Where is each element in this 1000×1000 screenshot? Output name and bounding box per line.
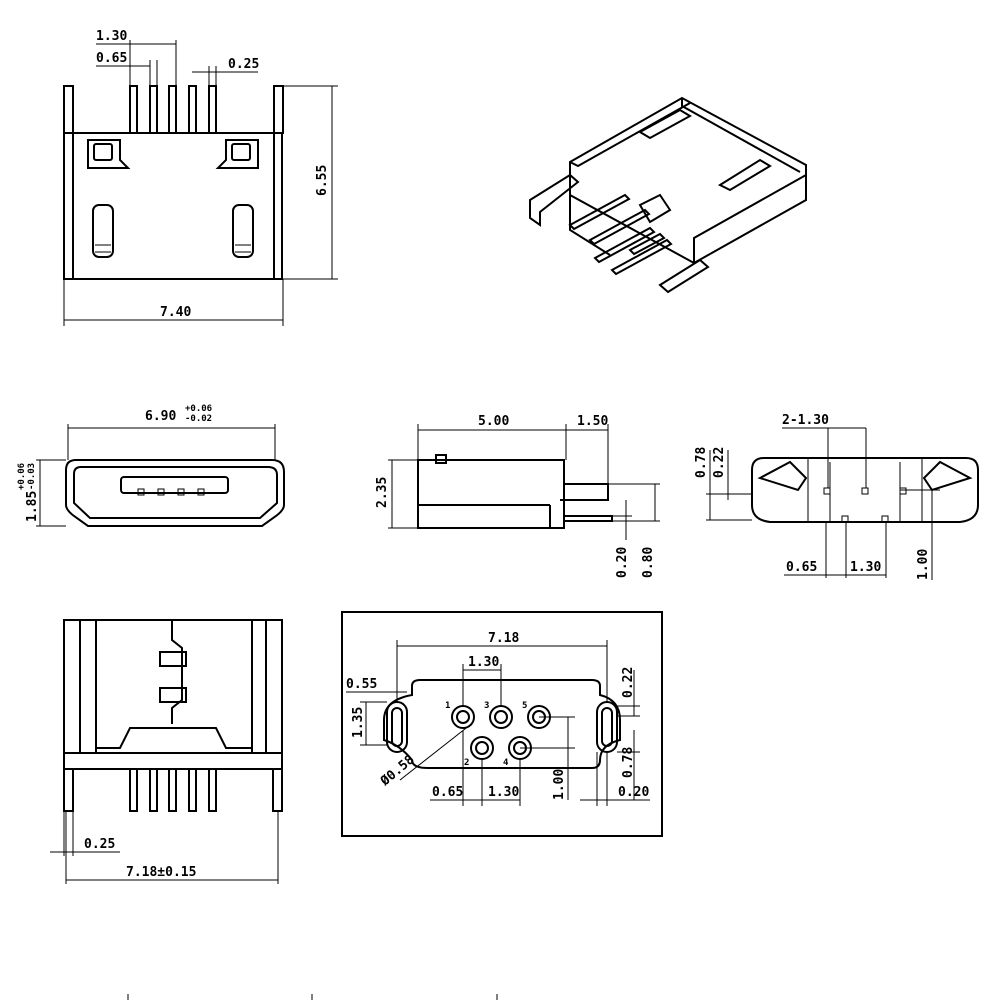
iso-left-ear: [529, 173, 580, 227]
dim-7-18: 7.18: [488, 631, 519, 646]
dim-6-55: 6.55: [315, 165, 330, 196]
side-body: [417, 459, 565, 529]
pcb-frame: [341, 611, 663, 837]
dim-0-20-pcb: 0.20: [618, 785, 649, 800]
pcb-left-slot: [386, 701, 408, 753]
iso-pins: [568, 193, 673, 276]
pin-side-view: 2-1.30 0.78 0.22 0.65 1.30 1.00: [694, 413, 979, 580]
pin-number-4: 4: [503, 758, 509, 768]
dim-2-35: 2.35: [375, 477, 390, 508]
bottom-pins: [129, 768, 217, 812]
side-view: 5.00 1.50 2.35 0.20 0.80: [375, 414, 660, 578]
dim-1-85: 1.85: [25, 491, 40, 522]
bottom-shell-step: [95, 727, 253, 753]
front-contacts: [137, 488, 205, 496]
dim-0-80: 0.80: [641, 547, 656, 578]
dim-1-85-tol-plus: +0.06: [17, 463, 27, 490]
pin-number-2: 2: [464, 758, 469, 768]
right-slot: [232, 204, 254, 258]
dim-1-30: 1.30: [96, 29, 127, 44]
dim-0-20: 0.20: [615, 547, 630, 578]
dim-6-90: 6.90: [145, 409, 176, 424]
dim-0-65: 0.65: [786, 560, 817, 575]
isometric-view: [529, 96, 807, 294]
side-pin: [563, 515, 613, 522]
top-view: 1.30 0.65 0.25 6.55 7.40: [63, 29, 338, 326]
right-post: [273, 85, 284, 134]
cropped-ticks: [127, 994, 498, 1000]
pcb-layout: 1 3 5 2 4 7.18 1.30 0.55 1.35 0.22 Ø0.58…: [341, 611, 663, 837]
bottom-right-post: [272, 768, 283, 812]
left-latch: [87, 139, 131, 169]
pin-number-1: 1: [445, 701, 450, 711]
front-tongue: [120, 476, 229, 494]
dim-1-00: 1.00: [916, 549, 931, 580]
dim-0-25: 0.25: [228, 57, 259, 72]
pin-number-5: 5: [522, 701, 527, 711]
dim-1-00-pcb: 1.00: [552, 769, 567, 800]
dim-0-65: 0.65: [96, 51, 127, 66]
dim-1-50: 1.50: [577, 414, 608, 429]
front-view: 6.90 +0.06 -0.02 1.85 +0.06 -0.03: [17, 404, 285, 527]
bottom-latch-top: [159, 651, 187, 667]
pin-side-shell: [751, 457, 979, 523]
dim-0-78-pcb: 0.78: [621, 747, 636, 778]
bottom-latch-bottom: [159, 687, 187, 703]
dim-6-90-tol-minus: -0.02: [185, 414, 212, 424]
dim-1-85-tol-minus: -0.03: [27, 463, 37, 490]
bottom-view: 0.25 7.18±0.15: [50, 619, 283, 884]
dim-1-30: 1.30: [850, 560, 881, 575]
dim-5-00: 5.00: [478, 414, 509, 429]
dim-0-22: 0.22: [712, 447, 727, 478]
dim-1-30-pcb: 1.30: [468, 655, 499, 670]
pin-number-3: 3: [484, 701, 489, 711]
dim-0-25-bottom: 0.25: [84, 837, 115, 852]
iso-slot-front: [717, 158, 772, 192]
dim-1-30-pcb-lower: 1.30: [488, 785, 519, 800]
bottom-left-post: [63, 768, 74, 812]
iso-slot-top: [637, 108, 693, 140]
iso-right-ear: [658, 258, 710, 294]
pcb-outline: [383, 679, 621, 769]
left-post: [63, 85, 74, 134]
dim-0-55: 0.55: [346, 677, 377, 692]
dim-7-40: 7.40: [160, 305, 191, 320]
dim-0-78: 0.78: [694, 447, 709, 478]
dim-2-1-30: 2-1.30: [782, 413, 829, 428]
dim-1-35: 1.35: [351, 707, 366, 738]
top-pins: [129, 85, 217, 134]
dim-0-65-pcb: 0.65: [432, 785, 463, 800]
pin-side-contacts: [823, 487, 907, 523]
front-shell: [65, 459, 285, 527]
right-latch: [215, 139, 259, 169]
dim-0-22-pcb: 0.22: [621, 667, 636, 698]
pcb-holes: [451, 705, 551, 760]
left-slot: [92, 204, 114, 258]
dim-6-90-tol-plus: +0.06: [185, 404, 212, 414]
dim-7-18-tol: 7.18±0.15: [126, 865, 196, 880]
